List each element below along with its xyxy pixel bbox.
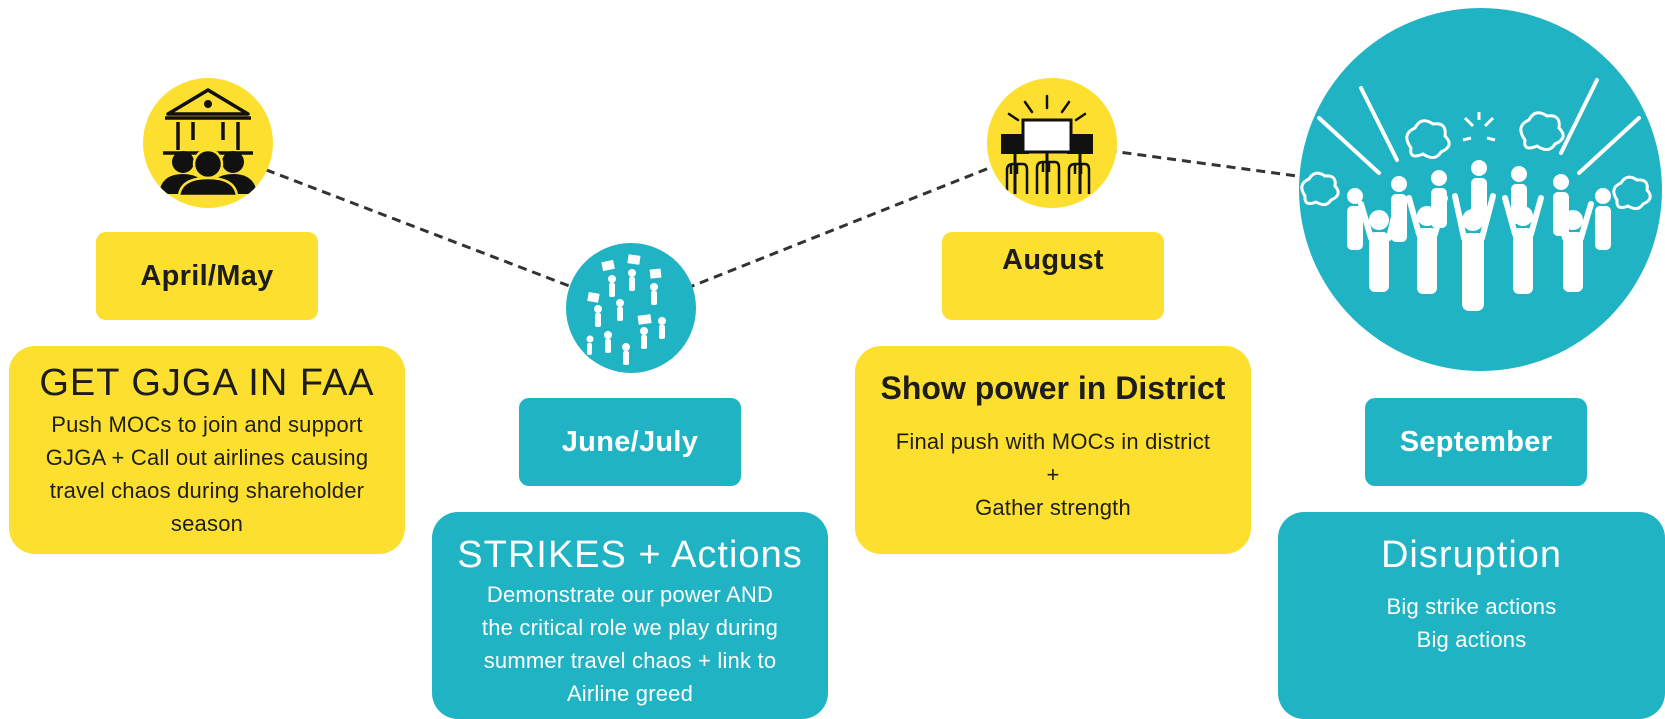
stage-period-september: September <box>1365 398 1587 486</box>
stage-card-september: Disruption Big strike actions Big action… <box>1278 512 1665 719</box>
stage-title: Show power in District <box>880 370 1226 406</box>
stage-title: GET GJGA IN FAA <box>39 362 375 404</box>
marching-crowd-icon <box>566 243 696 373</box>
stage-title: STRIKES + Actions <box>457 534 803 576</box>
stage-description: Demonstrate our power AND the critical r… <box>481 581 779 706</box>
stage-card-april-may: GET GJGA IN FAA Push MOCs to join and su… <box>9 346 405 554</box>
stage-period-august: August <box>942 232 1164 320</box>
protest-signs-fists-icon <box>987 78 1117 208</box>
stage-period-april-may: April/May <box>96 232 318 320</box>
stage-period-june-july: June/July <box>519 398 741 486</box>
stage-card-august: Show power in District Final push with M… <box>855 346 1251 554</box>
stage-card-june-july: STRIKES + Actions Demonstrate our power … <box>432 512 828 719</box>
stage-description: Push MOCs to join and support GJGA + Cal… <box>45 411 369 536</box>
stage-description: Big strike actions Big actions <box>1386 593 1557 652</box>
stage-description: Final push with MOCs in district + Gathe… <box>895 428 1211 520</box>
stage-title: Disruption <box>1380 534 1563 576</box>
government-building-people-icon <box>143 78 273 208</box>
angry-crowd-icon <box>1299 8 1662 371</box>
